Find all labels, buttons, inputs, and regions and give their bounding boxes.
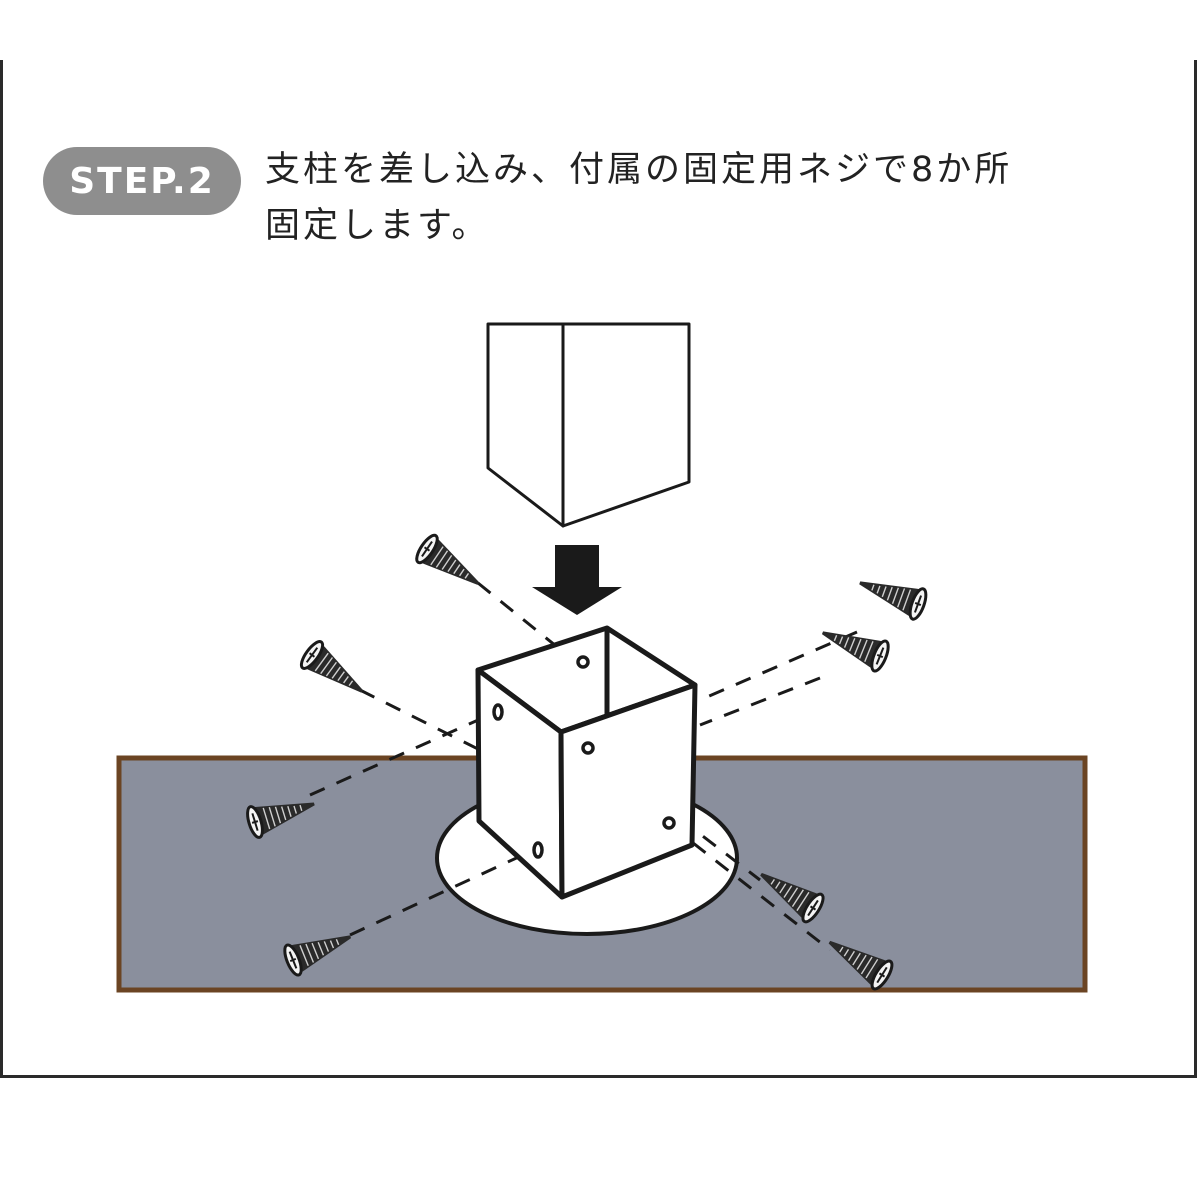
instruction-line-1: 支柱を差し込み、付属の固定用ネジで8か所 [265,150,1013,190]
insert-arrow-icon [532,545,622,615]
step-badge: STEP.2 [43,147,241,215]
post-base-bracket [475,625,698,900]
wooden-post [486,322,691,528]
instruction-line-2: 固定します。 [265,206,490,246]
screw-icon [411,530,489,599]
screw-icon [296,637,374,706]
step-label: STEP.2 [69,160,215,202]
bracket-holes [492,655,676,859]
screw-icon [852,566,931,623]
instruction-text: 支柱を差し込み、付属の固定用ネジで8か所 固定します。 [265,142,1125,254]
